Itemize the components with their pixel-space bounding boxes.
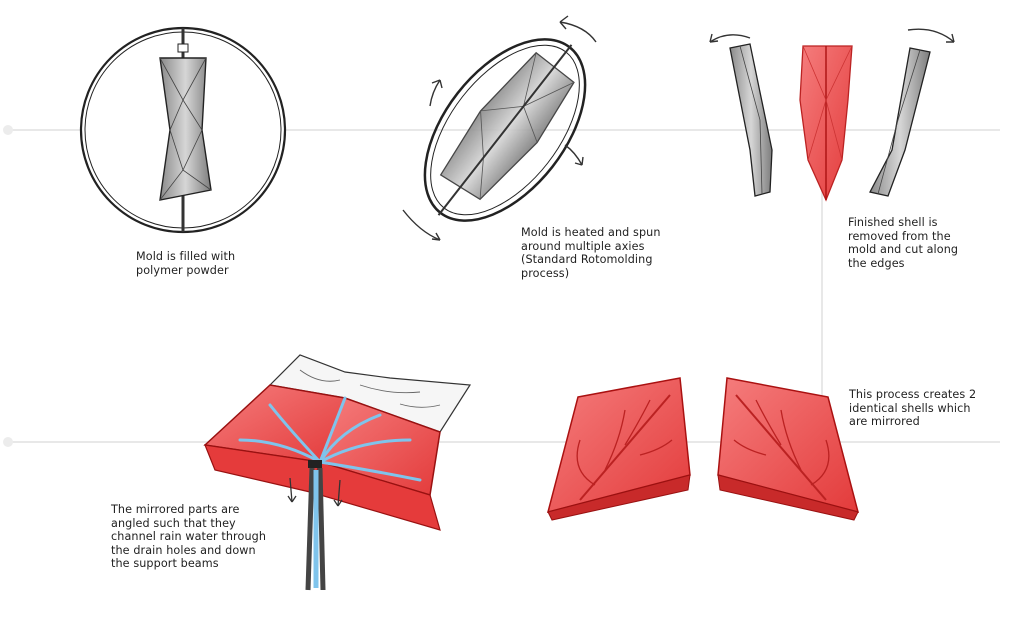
- caption-line: polymer powder: [136, 263, 229, 277]
- caption-rain-channel: The mirrored parts are angled such that …: [111, 503, 266, 571]
- timeline-start-dot: [3, 125, 13, 135]
- timeline-row2-dot: [3, 437, 13, 447]
- assembled-canopy-illustration: [203, 354, 472, 591]
- caption-line: around multiple axies: [521, 239, 645, 253]
- mirrored-shells-illustration: [546, 377, 860, 521]
- caption-mold-filled: Mold is filled with polymer powder: [136, 250, 235, 277]
- caption-shell-removed: Finished shell is removed from the mold …: [848, 216, 958, 270]
- caption-line: the drain holes and down: [111, 543, 256, 557]
- caption-line: process): [521, 266, 570, 280]
- caption-line: are mirrored: [849, 415, 920, 429]
- shell-removal-illustration: [709, 28, 955, 202]
- caption-line: angled such that they: [111, 516, 236, 530]
- caption-line: identical shells which: [849, 401, 971, 415]
- caption-line: the support beams: [111, 557, 219, 571]
- caption-line: the edges: [848, 256, 905, 270]
- caption-mold-spun: Mold is heated and spun around multiple …: [521, 226, 661, 280]
- caption-line: Mold is heated and spun: [521, 226, 661, 239]
- caption-line: mold and cut along: [848, 243, 959, 257]
- caption-line: The mirrored parts are: [111, 503, 240, 516]
- caption-line: Finished shell is: [848, 216, 938, 229]
- caption-line: Mold is filled with: [136, 250, 236, 263]
- mold-spin-illustration: [402, 15, 597, 241]
- caption-line: removed from the: [848, 229, 951, 243]
- caption-line: channel rain water through: [111, 530, 267, 544]
- caption-line: This process creates 2: [849, 388, 977, 401]
- caption-mirrored-shells: This process creates 2 identical shells …: [849, 388, 976, 429]
- caption-line: (Standard Rotomolding: [521, 253, 653, 267]
- mold-fill-illustration: [79, 26, 287, 234]
